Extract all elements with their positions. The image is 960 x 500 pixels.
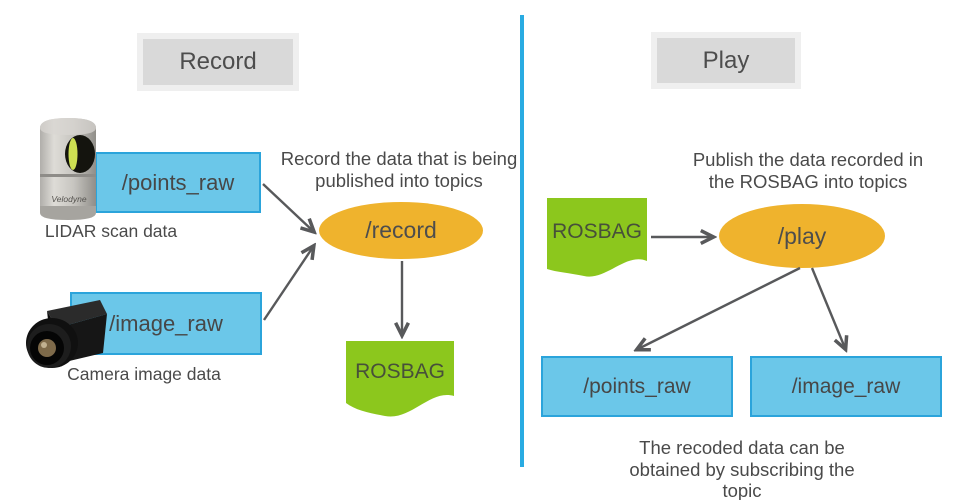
- record-rosbag-shape-path: [346, 341, 454, 417]
- lidar-top-cap: [40, 118, 96, 135]
- camera-lens-glass: [38, 339, 56, 357]
- arrow-play-to-image-raw: [810, 267, 845, 348]
- lidar-brand-text: Velodyne: [51, 194, 86, 204]
- play-subscribe-note: The recoded data can be obtained by subs…: [629, 437, 855, 500]
- play-node-label: /play: [777, 222, 827, 249]
- arrow-play-to-points-raw: [638, 266, 801, 349]
- lidar-device-image: Velodyne: [40, 118, 96, 220]
- play-points-raw-label: /points_raw: [583, 374, 691, 398]
- record-points-raw-label: /points_raw: [121, 169, 235, 195]
- lidar-caption: LIDAR scan data: [44, 221, 178, 241]
- play-header-label: Play: [702, 46, 750, 74]
- record-header-label: Record: [179, 48, 257, 75]
- lidar-lens-stripe: [68, 138, 78, 170]
- camera-caption: Camera image data: [67, 364, 221, 384]
- record-points-raw-topic-box: /points_raw: [95, 152, 261, 213]
- lidar-seam: [40, 174, 96, 177]
- record-rosbag-label: ROSBAG: [355, 360, 445, 383]
- play-image-raw-topic-box: /image_raw: [750, 356, 942, 417]
- play-node-ellipse: /play: [719, 204, 885, 268]
- arrow-points-raw-to-record: [262, 183, 313, 231]
- play-image-raw-label: /image_raw: [791, 374, 901, 398]
- record-rosbag-document-shape: [346, 341, 454, 417]
- record-section-header: Record: [137, 33, 299, 91]
- camera-device-image: [26, 300, 107, 368]
- record-node-ellipse: /record: [319, 202, 483, 259]
- camera-lens-highlight: [41, 342, 47, 348]
- lidar-base: [40, 206, 96, 220]
- record-image-raw-label: /image_raw: [109, 310, 223, 336]
- section-divider-line: [520, 15, 524, 467]
- play-rosbag-label: ROSBAG: [552, 220, 642, 243]
- play-points-raw-topic-box: /points_raw: [541, 356, 733, 417]
- record-node-label: /record: [365, 217, 437, 243]
- play-section-header: Play: [651, 32, 801, 89]
- play-annotation-text: Publish the data recorded in the ROSBAG …: [692, 149, 924, 192]
- record-annotation-text: Record the data that is being published …: [280, 148, 518, 191]
- play-rosbag-document-shape: [547, 198, 647, 277]
- arrow-image-raw-to-record: [263, 247, 313, 321]
- play-rosbag-shape-path: [547, 198, 647, 277]
